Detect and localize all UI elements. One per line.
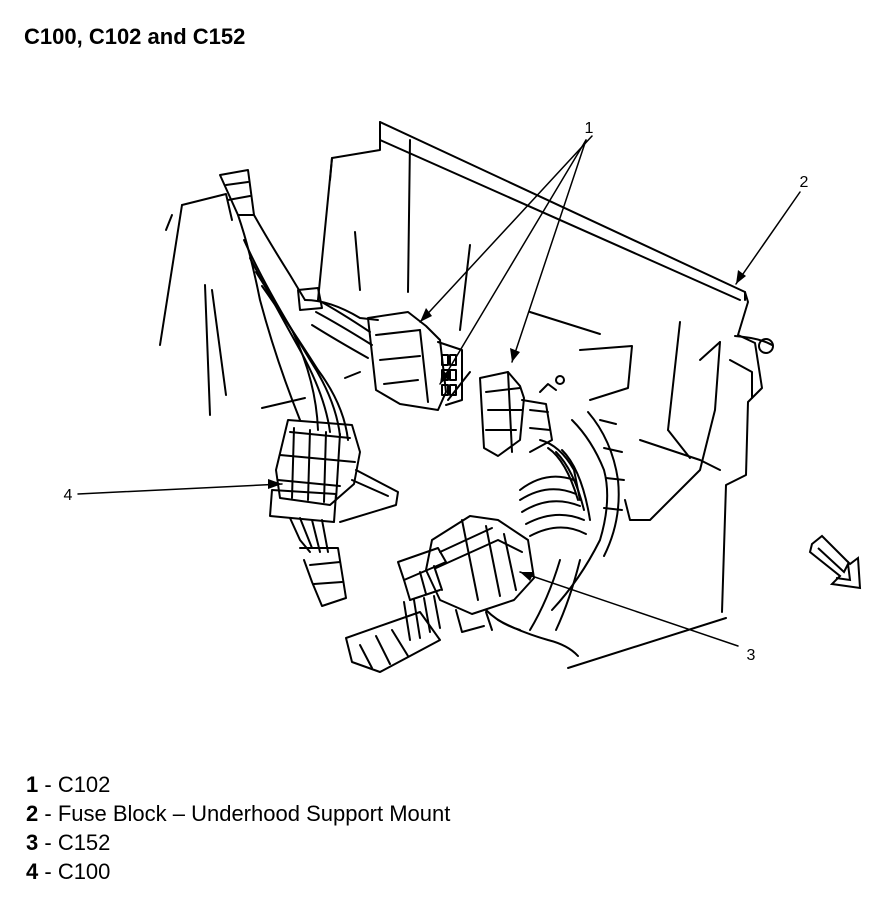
legend-number: 3 — [26, 830, 39, 855]
leader-arrowheads — [268, 270, 746, 581]
legend-text: Fuse Block – Underhood Support Mount — [57, 801, 451, 826]
left-bracket — [159, 193, 471, 523]
legend-item: 1 - C102 — [26, 770, 450, 799]
legend-number: 2 — [26, 801, 39, 826]
legend-text: C102 — [57, 772, 111, 797]
c102-connector — [367, 311, 565, 457]
c152-connector — [345, 515, 535, 673]
legend-separator: - — [38, 830, 58, 855]
legend-item: 4 - C100 — [26, 857, 450, 886]
legend-separator: - — [38, 772, 58, 797]
legend-item: 3 - C152 — [26, 828, 450, 857]
legend-text: C100 — [57, 859, 111, 884]
legend: 1 - C102 2 - Fuse Block – Underhood Supp… — [26, 770, 450, 886]
wiring-harness-left — [219, 169, 379, 441]
callout-4: 4 — [64, 487, 73, 504]
callout-3: 3 — [747, 647, 756, 664]
legend-separator: - — [38, 859, 58, 884]
callout-1: 1 — [585, 120, 594, 137]
legend-item: 2 - Fuse Block – Underhood Support Mount — [26, 799, 450, 828]
orientation-arrow-icon — [808, 534, 862, 590]
legend-separator: - — [38, 801, 58, 826]
diagram-title: C100, C102 and C152 — [24, 24, 246, 49]
legend-text: C152 — [57, 830, 111, 855]
legend-number: 1 — [26, 772, 39, 797]
callout-2: 2 — [800, 174, 809, 191]
leader-lines — [77, 135, 801, 647]
wiring-harness-right — [485, 411, 625, 657]
legend-number: 4 — [26, 859, 39, 884]
c100-connector — [269, 419, 361, 607]
